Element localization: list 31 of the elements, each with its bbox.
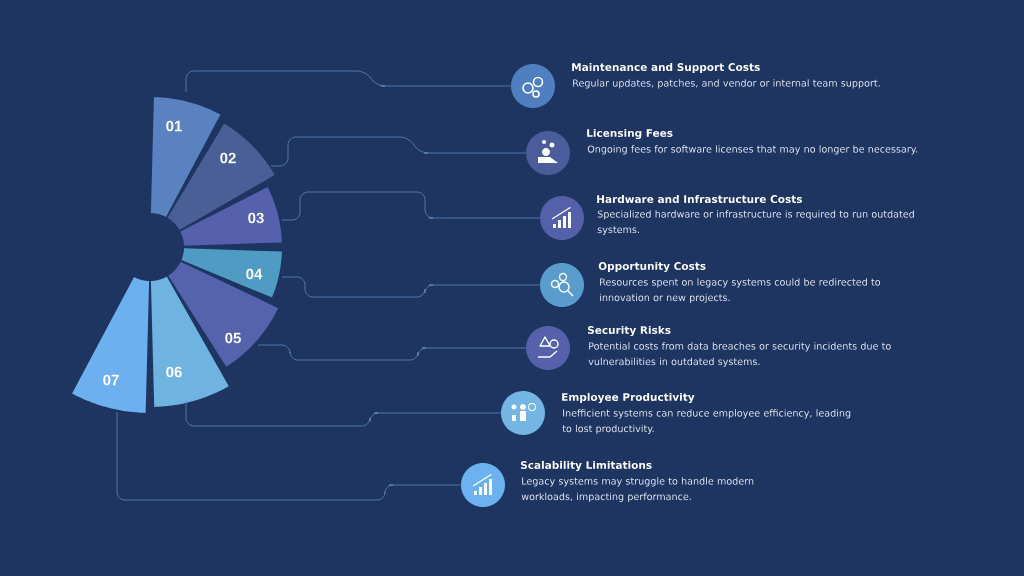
icon-circle — [540, 196, 584, 240]
item-heading: Maintenance and Support Costs — [572, 62, 760, 74]
pie-segment: 04 — [181, 248, 282, 298]
connector-line — [281, 276, 541, 298]
item-heading: Opportunity Costs — [598, 261, 706, 273]
item-description: Legacy systems may struggle to handle modern workloads, impacting performance. — [521, 477, 754, 502]
item-description: Specialized hardware or infrastructure is required to run outdated systems. — [597, 210, 914, 235]
item-heading: Licensing Fees — [587, 128, 673, 140]
item-heading: Hardware and Infrastructure Costs — [597, 194, 802, 204]
pie-segment: 03 — [180, 187, 282, 246]
item-description: Inefficient systems can reduce employee efficiency, leading to lost productivity. — [562, 409, 851, 434]
item-description: Potential costs from data breaches or security incidents due to vulnerabilities in outdated systems. — [588, 342, 891, 367]
icon-circle — [461, 463, 505, 507]
icon-circle — [540, 263, 584, 307]
connector-line — [281, 191, 541, 221]
icon-circle — [526, 326, 570, 370]
connector-line — [270, 136, 527, 167]
connector-line — [116, 411, 462, 501]
item-heading: Security Risks — [587, 325, 671, 337]
pie-segment: 07 — [72, 277, 150, 413]
item-heading: Scalability Limitations — [520, 460, 652, 472]
connector-line — [257, 344, 527, 361]
icon-circle — [501, 391, 545, 435]
item-description: Resources spent on legacy systems could be redirected to innovation or new projects. — [600, 278, 881, 303]
connector-line — [185, 399, 502, 427]
icon-circle — [511, 64, 555, 108]
connector-line — [185, 70, 512, 93]
item-heading: Employee Productivity — [562, 392, 695, 404]
item-description: Regular updates, patches, and vendor or internal team support. — [573, 79, 880, 89]
item-description: Ongoing fees for software licenses that may no longer be necessary. — [587, 145, 918, 155]
pie-segment: 01 — [150, 97, 221, 217]
